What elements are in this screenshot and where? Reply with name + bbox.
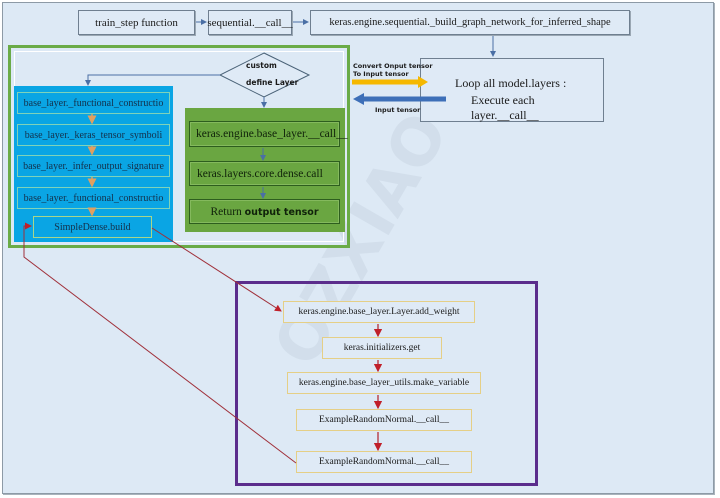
random-normal-call-label-2: ExampleRandomNormal.__call__ — [318, 457, 450, 467]
convert-tensor-arrowhead — [418, 76, 428, 88]
return-prefix: Return — [210, 205, 245, 218]
functional-step-4-label: base_layer._functional_constructio — [23, 192, 164, 204]
random-normal-call-label-1: ExampleRandomNormal.__call__ — [318, 415, 450, 425]
make-variable-label: keras.engine.base_layer_utils.make_varia… — [298, 378, 470, 388]
decision-line-1: custom — [246, 61, 277, 70]
dense-call-box[interactable]: keras.layers.core.dense.call — [189, 161, 340, 186]
decision-line-2: define Layer — [246, 78, 299, 87]
random-normal-call-box-2[interactable]: ExampleRandomNormal.__call__ — [296, 451, 472, 473]
custom-layer-decision-diamond[interactable] — [218, 52, 311, 98]
train-step-label: train_step function — [95, 16, 178, 29]
add-weight-box[interactable]: keras.engine.base_layer.Layer.add_weight — [283, 301, 475, 323]
dense-call-label: keras.layers.core.dense.call — [197, 167, 323, 180]
build-graph-label: keras.engine.sequential._build_graph_net… — [329, 17, 611, 28]
add-weight-label: keras.engine.base_layer.Layer.add_weight — [298, 307, 460, 317]
sequential-call-label: sequential.__call__ — [207, 16, 293, 29]
simpledense-build-box[interactable]: SimpleDense.build — [33, 216, 152, 238]
functional-step-1[interactable]: base_layer._functional_constructio — [17, 92, 170, 114]
return-output-box[interactable]: Return output tensor — [189, 199, 340, 224]
functional-step-2-label: base_layer._keras_tensor_symboli — [24, 129, 163, 141]
loop-layers-box[interactable]: Loop all model.layers : Execute each lay… — [420, 58, 604, 122]
initializers-get-box[interactable]: keras.initializers.get — [322, 337, 442, 359]
loop-line-1: Loop all model.layers : — [455, 76, 567, 90]
loop-line-2: Execute each layer.__call__ — [471, 93, 539, 122]
convert-tensor-label: Convert Onput tensor To Input tensor — [353, 62, 433, 78]
base-layer-call-label: keras.engine.base_layer.__call__ — [196, 128, 348, 140]
functional-step-3[interactable]: base_layer._infer_output_signature — [17, 155, 170, 177]
input-tensor-label: Input tensor — [375, 106, 421, 114]
train-step-box[interactable]: train_step function — [78, 10, 195, 35]
functional-step-2[interactable]: base_layer._keras_tensor_symboli — [17, 124, 170, 146]
return-bold: output tensor — [244, 206, 319, 218]
input-tensor-arrowhead — [353, 93, 364, 105]
random-normal-call-box-1[interactable]: ExampleRandomNormal.__call__ — [296, 409, 472, 431]
base-layer-call-box[interactable]: keras.engine.base_layer.__call__ — [189, 121, 348, 147]
add-weight-frame — [235, 281, 538, 486]
build-graph-box[interactable]: keras.engine.sequential._build_graph_net… — [310, 10, 630, 35]
simpledense-build-label: SimpleDense.build — [54, 221, 131, 233]
functional-step-3-label: base_layer._infer_output_signature — [23, 160, 164, 172]
sequential-call-box[interactable]: sequential.__call__ — [207, 10, 293, 35]
convert-tensor-label-line1: Convert Onput tensor — [353, 62, 433, 70]
return-label: Return output tensor — [210, 206, 318, 218]
connector-build-to-add-weight — [151, 227, 282, 312]
arrow-decision-to-functional — [85, 74, 220, 86]
make-variable-box[interactable]: keras.engine.base_layer_utils.make_varia… — [287, 372, 481, 394]
initializers-get-label: keras.initializers.get — [343, 343, 421, 353]
connector-random-normal-to-build — [23, 222, 297, 464]
convert-tensor-label-line2: To Input tensor — [353, 70, 409, 78]
functional-step-1-label: base_layer._functional_constructio — [23, 97, 164, 109]
